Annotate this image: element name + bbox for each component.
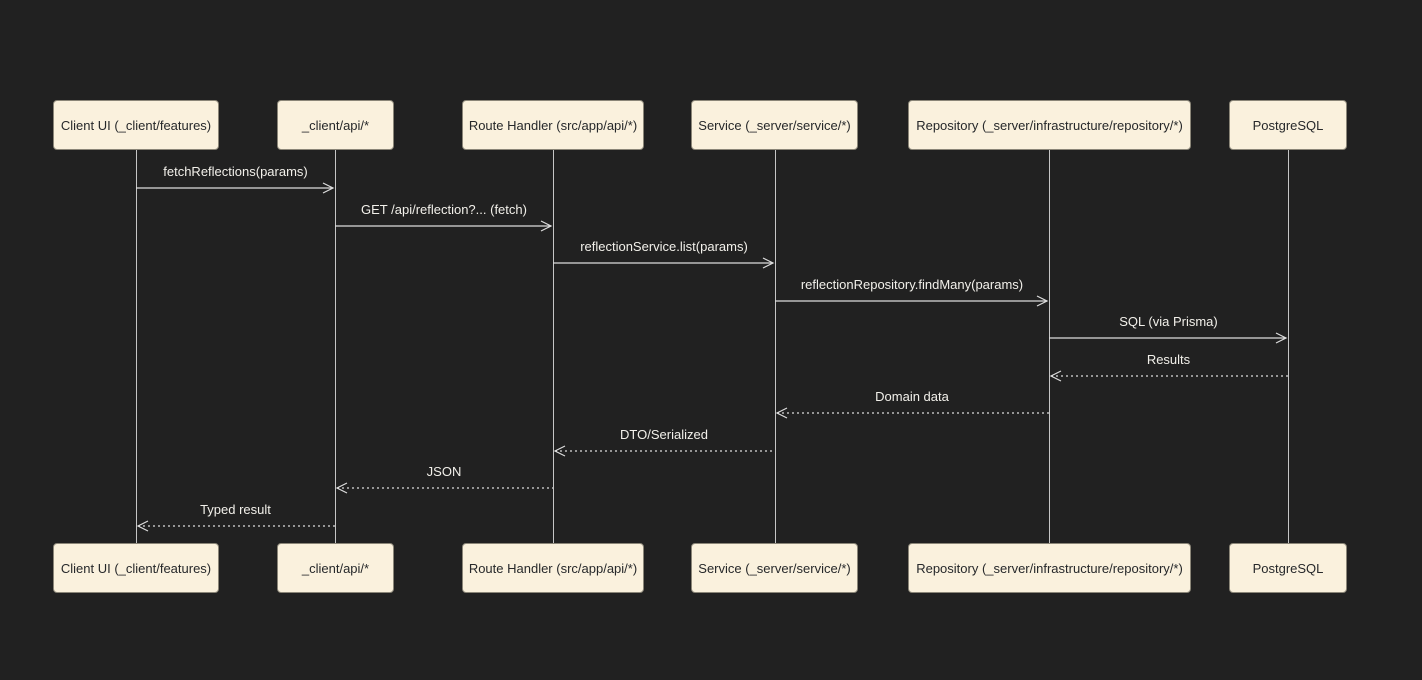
message-label: SQL (via Prisma) <box>1119 314 1218 329</box>
dashed-arrow <box>136 520 335 532</box>
message-label: reflectionRepository.findMany(params) <box>800 277 1024 292</box>
actor-client-ui-bottom: Client UI (_client/features) <box>53 543 219 593</box>
solid-arrow <box>553 257 775 269</box>
lifeline-postgresql <box>1288 150 1289 543</box>
message-repository-findmany: reflectionRepository.findMany(params) <box>775 277 1049 307</box>
dashed-arrow <box>335 482 553 494</box>
arrow-left-icon <box>553 445 566 457</box>
lifeline-client-ui <box>136 150 137 543</box>
message-domain-data: Domain data <box>775 389 1049 419</box>
dashed-arrow <box>1049 370 1288 382</box>
dashed-arrow <box>775 407 1049 419</box>
lifeline-repository <box>1049 150 1050 543</box>
message-fetch-reflections: fetchReflections(params) <box>136 164 335 194</box>
solid-arrow <box>775 295 1049 307</box>
message-json: JSON <box>335 464 553 494</box>
actor-route-handler-bottom: Route Handler (src/app/api/*) <box>462 543 644 593</box>
solid-arrow <box>136 182 335 194</box>
message-label: DTO/Serialized <box>620 427 708 442</box>
arrow-left-icon <box>335 482 348 494</box>
arrow-left-icon <box>1049 370 1062 382</box>
message-results: Results <box>1049 352 1288 382</box>
message-label: fetchReflections(params) <box>163 164 308 179</box>
actor-client-api-bottom: _client/api/* <box>277 543 394 593</box>
lifeline-route-handler <box>553 150 554 543</box>
message-dto-serialized: DTO/Serialized <box>553 427 775 457</box>
actor-service-bottom: Service (_server/service/*) <box>691 543 858 593</box>
message-reflection-service-list: reflectionService.list(params) <box>553 239 775 269</box>
message-label: JSON <box>426 464 462 479</box>
message-label: Domain data <box>875 389 949 404</box>
message-label: reflectionService.list(params) <box>580 239 748 254</box>
arrow-right-icon <box>540 220 553 232</box>
message-label: Typed result <box>200 502 271 517</box>
actor-service-top: Service (_server/service/*) <box>691 100 858 150</box>
actor-repository-bottom: Repository (_server/infrastructure/repos… <box>908 543 1191 593</box>
arrow-left-icon <box>775 407 788 419</box>
message-typed-result: Typed result <box>136 502 335 532</box>
message-label: GET /api/reflection?... (fetch) <box>361 202 527 217</box>
arrow-right-icon <box>1036 295 1049 307</box>
message-get-api-reflection: GET /api/reflection?... (fetch) <box>335 202 553 232</box>
actor-client-ui-top: Client UI (_client/features) <box>53 100 219 150</box>
lifeline-service <box>775 150 776 543</box>
lifeline-client-api <box>335 150 336 543</box>
dashed-arrow <box>553 445 775 457</box>
message-label: Results <box>1146 352 1191 367</box>
solid-arrow <box>1049 332 1288 344</box>
arrow-right-icon <box>322 182 335 194</box>
arrow-left-icon <box>136 520 149 532</box>
actor-repository-top: Repository (_server/infrastructure/repos… <box>908 100 1191 150</box>
solid-arrow <box>335 220 553 232</box>
actor-route-handler-top: Route Handler (src/app/api/*) <box>462 100 644 150</box>
actor-postgresql-top: PostgreSQL <box>1229 100 1347 150</box>
actor-postgresql-bottom: PostgreSQL <box>1229 543 1347 593</box>
actor-client-api-top: _client/api/* <box>277 100 394 150</box>
arrow-right-icon <box>762 257 775 269</box>
message-sql-via-prisma: SQL (via Prisma) <box>1049 314 1288 344</box>
arrow-right-icon <box>1275 332 1288 344</box>
